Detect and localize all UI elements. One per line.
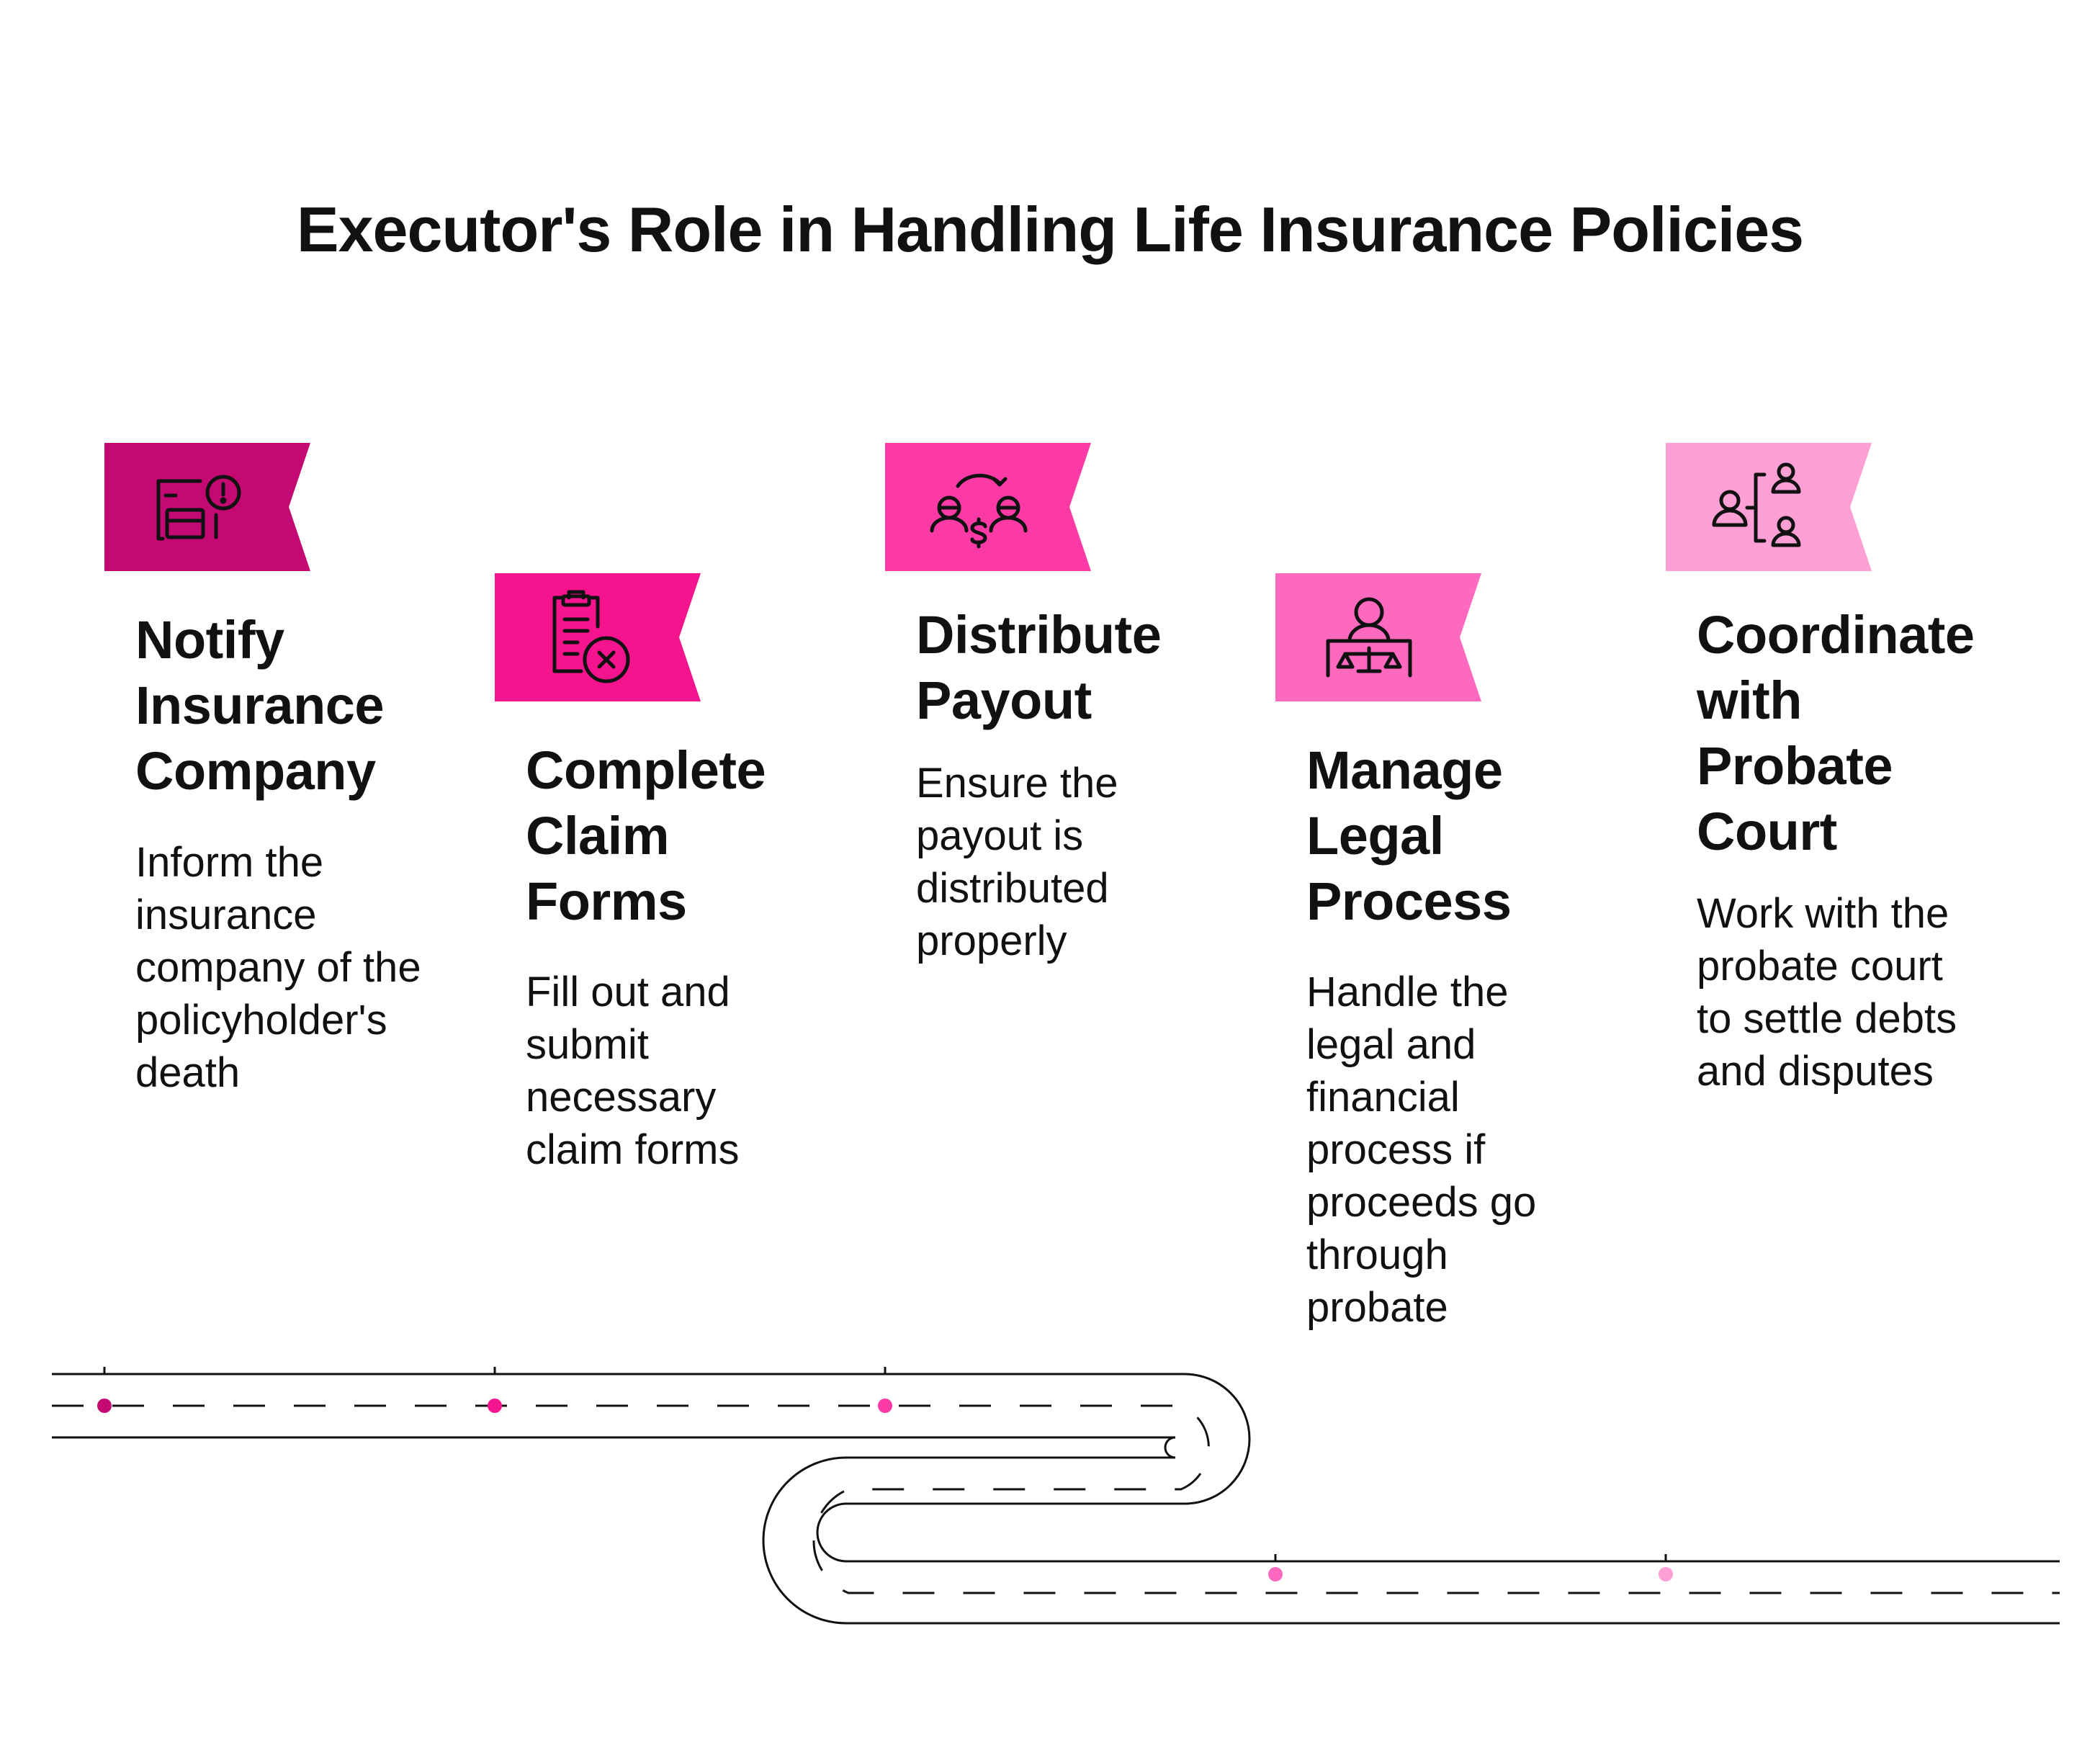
road-outer-edge [52,1373,2060,1563]
money-exchange-icon [930,473,1028,549]
organization-chart-icon [1712,462,1801,547]
step-4-flag [1275,573,1481,701]
justice-scale-icon [1326,597,1412,678]
step-1-flag [104,443,310,571]
page-title: Executor's Role in Handling Life Insuran… [296,194,1804,265]
milestone-dot-1 [97,1399,112,1413]
clipboard-cancel-icon [552,590,630,683]
milestone-dot-5 [1659,1567,1673,1581]
step-2-flag [495,573,701,701]
step-3-flag [885,443,1091,571]
road-center-dashes [52,1404,2060,1594]
milestone-dot-3 [878,1399,892,1413]
milestone-dot-2 [488,1399,502,1413]
step-5-flag [1666,443,1872,571]
id-card-alert-icon [156,475,241,541]
milestone-dot-4 [1268,1567,1283,1581]
road-inner-edge [52,1436,2060,1625]
